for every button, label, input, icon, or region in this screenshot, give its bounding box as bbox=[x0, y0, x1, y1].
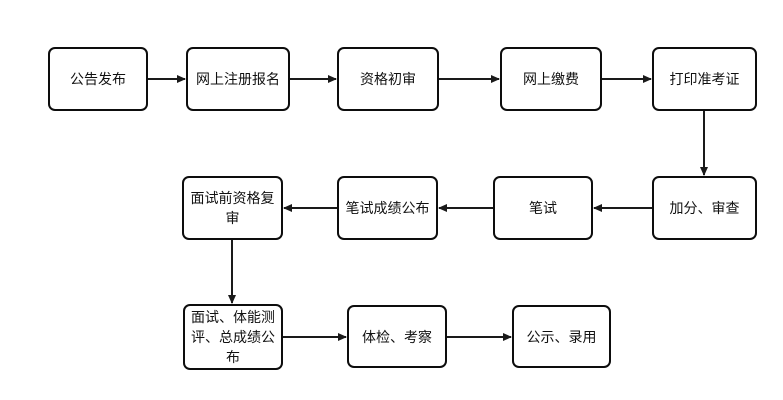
node-pre-interview-qualification-recheck: 面试前资格复审 bbox=[182, 176, 283, 240]
node-publicity-employment: 公示、录用 bbox=[512, 305, 611, 368]
node-print-admission-ticket: 打印准考证 bbox=[652, 47, 757, 111]
node-written-exam-results: 笔试成绩公布 bbox=[337, 176, 438, 240]
node-written-exam: 笔试 bbox=[493, 176, 593, 240]
node-bonus-points-review: 加分、审查 bbox=[652, 176, 757, 240]
node-announcement: 公告发布 bbox=[48, 47, 148, 111]
node-interview-fitness-final-results: 面试、体能测评、总成绩公布 bbox=[183, 304, 283, 370]
node-online-registration: 网上注册报名 bbox=[186, 47, 290, 111]
node-online-payment: 网上缴费 bbox=[500, 47, 602, 111]
node-physical-exam-inspection: 体检、考察 bbox=[347, 305, 447, 368]
node-preliminary-qualification-review: 资格初审 bbox=[337, 47, 439, 111]
